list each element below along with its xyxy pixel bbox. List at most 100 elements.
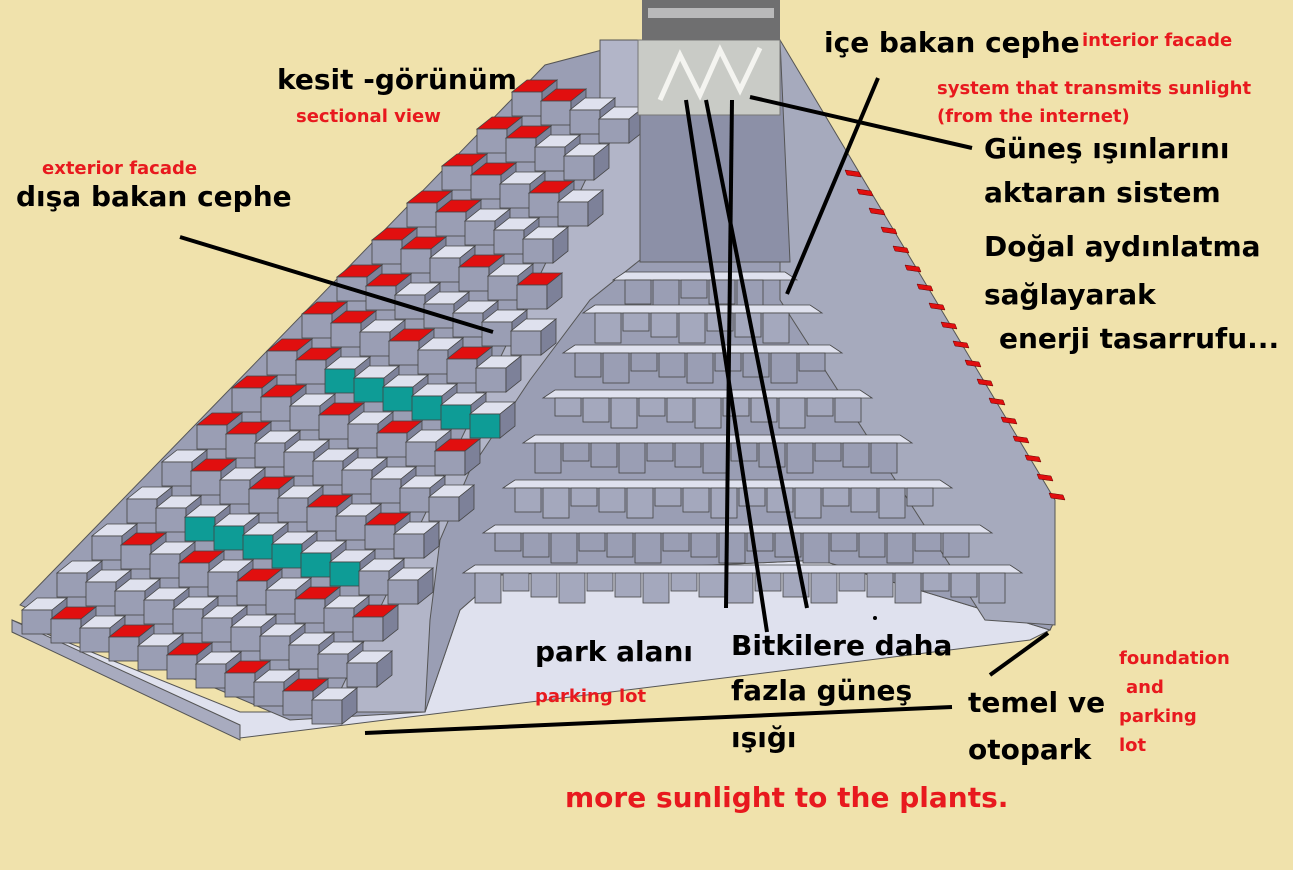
terrace-block bbox=[923, 573, 949, 591]
step-front bbox=[197, 425, 227, 449]
step-front bbox=[214, 526, 244, 550]
step-front bbox=[342, 470, 372, 494]
step-front bbox=[243, 535, 273, 559]
step-front bbox=[173, 609, 203, 633]
terrace-block bbox=[639, 398, 665, 416]
step-front bbox=[599, 119, 629, 143]
terrace-block bbox=[651, 313, 677, 337]
terrace-block bbox=[687, 353, 713, 383]
terrace-block bbox=[979, 573, 1005, 603]
step-front bbox=[325, 369, 355, 393]
terrace-slab bbox=[523, 435, 912, 443]
terrace-block bbox=[625, 280, 651, 304]
step-front bbox=[471, 175, 501, 199]
step-front bbox=[254, 682, 284, 706]
terrace-block bbox=[647, 443, 673, 461]
step-front bbox=[295, 599, 325, 623]
label-system-tr-1: Güneş ışınlarını bbox=[984, 135, 1229, 163]
label-plants-tr-2: fazla güneş bbox=[731, 677, 912, 705]
step-front bbox=[121, 545, 151, 569]
step-front bbox=[436, 212, 466, 236]
step-front bbox=[191, 471, 221, 495]
terrace-block bbox=[679, 313, 705, 343]
step-front bbox=[138, 646, 168, 670]
terrace-block bbox=[779, 398, 805, 428]
label-energy-tr-3: enerji tasarrufu... bbox=[999, 325, 1279, 353]
step-front bbox=[482, 322, 512, 346]
terrace-block bbox=[667, 398, 693, 422]
terrace-block bbox=[787, 443, 813, 473]
step-front bbox=[261, 397, 291, 421]
step-front bbox=[179, 563, 209, 587]
terrace-block bbox=[771, 353, 797, 383]
step-front bbox=[517, 285, 547, 309]
terrace-block bbox=[907, 488, 933, 506]
terrace-block bbox=[599, 488, 625, 512]
terrace-block bbox=[607, 533, 633, 557]
step-front bbox=[435, 451, 465, 475]
terrace-block bbox=[695, 398, 721, 428]
label-system-en-2: (from the internet) bbox=[937, 106, 1130, 128]
label-interior-facade-en: interior facade bbox=[1082, 30, 1232, 52]
step-front bbox=[372, 240, 402, 264]
step-front bbox=[302, 314, 332, 338]
terrace-block bbox=[943, 533, 969, 557]
step-front bbox=[225, 673, 255, 697]
terrace-slab bbox=[483, 525, 992, 533]
label-system-en-1: system that transmits sunlight bbox=[937, 78, 1251, 100]
step-front bbox=[412, 396, 442, 420]
label-system-tr-2: aktaran sistem bbox=[984, 179, 1221, 207]
step-front bbox=[57, 573, 87, 597]
terrace-block bbox=[803, 533, 829, 563]
terrace-block bbox=[675, 443, 701, 467]
step-front bbox=[347, 663, 377, 687]
label-plants-tr-3: ışığı bbox=[731, 724, 797, 752]
terrace-block bbox=[571, 488, 597, 506]
step-front bbox=[359, 571, 389, 595]
step-front bbox=[429, 497, 459, 521]
terrace-block bbox=[631, 353, 657, 371]
terrace-block bbox=[799, 353, 825, 371]
terrace-block bbox=[727, 573, 753, 603]
step-front bbox=[296, 360, 326, 384]
terrace-block bbox=[551, 533, 577, 563]
terrace-block bbox=[871, 443, 897, 473]
terrace-block bbox=[531, 573, 557, 597]
step-front bbox=[231, 627, 261, 651]
terrace-block bbox=[839, 573, 865, 591]
step-front bbox=[354, 378, 384, 402]
step-front bbox=[511, 331, 541, 355]
light-collector-top bbox=[642, 0, 780, 40]
terrace-block bbox=[859, 533, 885, 557]
step-front bbox=[377, 433, 407, 457]
step-front bbox=[407, 203, 437, 227]
terrace-block bbox=[703, 443, 729, 473]
step-front bbox=[523, 239, 553, 263]
step-front bbox=[144, 600, 174, 624]
terrace-block bbox=[867, 573, 893, 597]
terrace-block bbox=[635, 533, 661, 563]
step-front bbox=[447, 359, 477, 383]
step-front bbox=[272, 544, 302, 568]
step-front bbox=[260, 636, 290, 660]
step-front bbox=[22, 610, 52, 634]
terrace-block bbox=[583, 398, 609, 422]
step-front bbox=[360, 332, 390, 356]
terrace-block bbox=[915, 533, 941, 551]
label-sectional-view-tr: kesit -görünüm bbox=[277, 66, 517, 94]
step-front bbox=[80, 628, 110, 652]
terrace-block bbox=[575, 353, 601, 377]
step-front bbox=[383, 387, 413, 411]
step-front bbox=[290, 406, 320, 430]
step-front bbox=[406, 442, 436, 466]
step-front bbox=[529, 193, 559, 217]
terrace-block bbox=[619, 443, 645, 473]
step-front bbox=[226, 434, 256, 458]
step-front bbox=[289, 645, 319, 669]
label-energy-tr-1: Doğal aydınlatma bbox=[984, 233, 1261, 261]
terrace-block bbox=[759, 443, 785, 467]
terrace-block bbox=[615, 573, 641, 597]
terrace-block bbox=[603, 353, 629, 383]
terrace-block bbox=[587, 573, 613, 591]
